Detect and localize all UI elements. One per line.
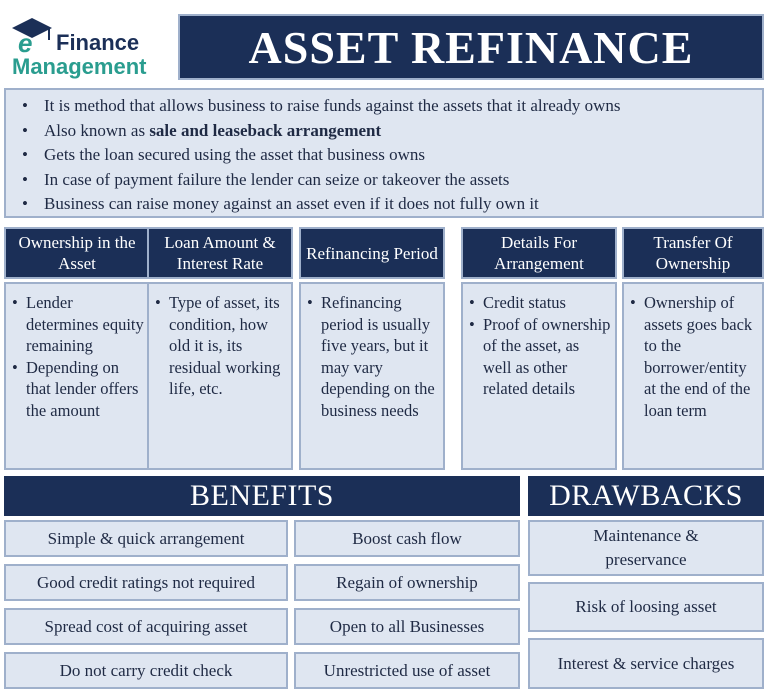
column-body: Refinancing period is usually five years… [299, 282, 445, 470]
column-body: Lender determines equity remaining Depen… [4, 282, 150, 470]
benefit-item: Open to all Businesses [294, 608, 520, 645]
column-refinancing-period: Refinancing Period Refinancing period is… [299, 227, 445, 470]
drawbacks-header: DRAWBACKS [528, 476, 764, 516]
column-title: Details For Arrangement [461, 227, 617, 279]
column-title: Refinancing Period [299, 227, 445, 279]
column-bullet: Type of asset, its condition, how old it… [155, 292, 287, 400]
column-body: Credit status Proof of ownership of the … [461, 282, 617, 470]
column-transfer-ownership: Transfer Of Ownership Ownership of asset… [622, 227, 764, 470]
column-bullet: Refinancing period is usually five years… [307, 292, 439, 421]
benefit-item: Simple & quick arrangement [4, 520, 288, 557]
column-bullet: Credit status [469, 292, 611, 314]
column-ownership: Ownership in the Asset Lender determines… [4, 227, 150, 470]
column-body: Type of asset, its condition, how old it… [147, 282, 293, 470]
intro-bullet: Also known as sale and leaseback arrange… [22, 119, 752, 144]
benefit-item: Regain of ownership [294, 564, 520, 601]
drawback-item: Interest & service charges [528, 638, 764, 689]
intro-bullet: It is method that allows business to rai… [22, 94, 752, 119]
logo-text-finance: Finance [56, 30, 140, 55]
intro-list: It is method that allows business to rai… [22, 94, 752, 217]
column-bullet: Ownership of assets goes back to the bor… [630, 292, 758, 421]
intro-box: It is method that allows business to rai… [4, 88, 764, 218]
column-body: Ownership of assets goes back to the bor… [622, 282, 764, 470]
intro-bullet: Gets the loan secured using the asset th… [22, 143, 752, 168]
drawback-item: Risk of loosing asset [528, 582, 764, 632]
benefit-item: Unrestricted use of asset [294, 652, 520, 689]
drawback-item: Maintenance & preservance [528, 520, 764, 576]
intro-bullet: Business can raise money against an asse… [22, 192, 752, 217]
intro-bold-text: sale and leaseback arrangement [149, 120, 382, 140]
svg-text:e: e [18, 28, 32, 54]
efm-logo: e Finance Management [4, 8, 172, 79]
column-title: Transfer Of Ownership [622, 227, 764, 279]
page-title: ASSET REFINANCE [178, 14, 764, 80]
column-title: Loan Amount & Interest Rate [147, 227, 293, 279]
benefit-item: Spread cost of acquiring asset [4, 608, 288, 645]
benefits-header: BENEFITS [4, 476, 520, 516]
column-bullet: Depending on that lender offers the amou… [12, 357, 144, 422]
graduation-cap-e-icon: e [12, 18, 52, 54]
benefit-item: Good credit ratings not required [4, 564, 288, 601]
column-title: Ownership in the Asset [4, 227, 150, 279]
column-details-arrangement: Details For Arrangement Credit status Pr… [461, 227, 617, 470]
benefit-item: Boost cash flow [294, 520, 520, 557]
benefit-item: Do not carry credit check [4, 652, 288, 689]
column-bullet: Lender determines equity remaining [12, 292, 144, 357]
logo-text-management: Management [12, 54, 147, 79]
intro-text: Also known as [44, 120, 150, 140]
column-bullet: Proof of ownership of the asset, as well… [469, 314, 611, 400]
column-loan-amount: Loan Amount & Interest Rate Type of asse… [147, 227, 293, 470]
intro-bullet: In case of payment failure the lender ca… [22, 168, 752, 193]
